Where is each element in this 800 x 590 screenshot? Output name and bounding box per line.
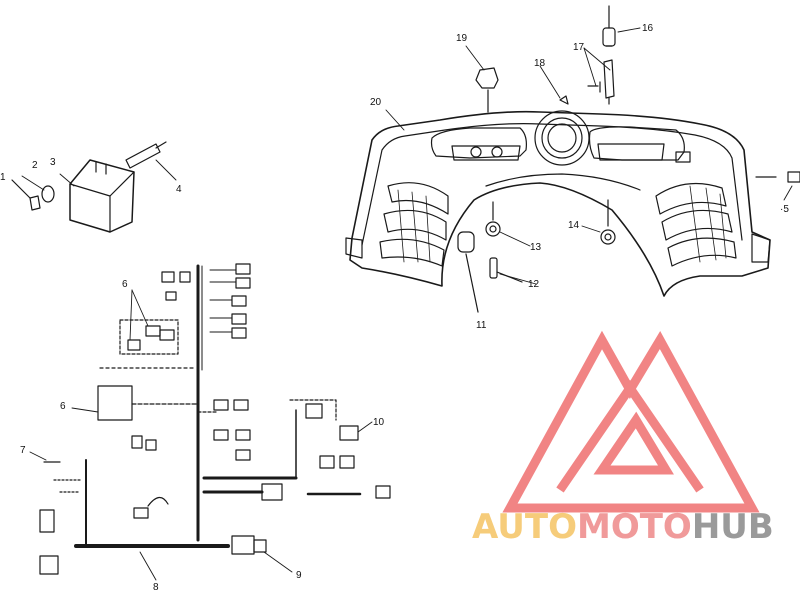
watermark-hub: HUB	[691, 507, 774, 547]
knob-part	[475, 67, 499, 113]
callout-12: 12	[528, 279, 540, 290]
washer-part	[41, 185, 55, 203]
screw-part	[559, 95, 569, 105]
callout-15: ·5	[780, 204, 789, 215]
callout-18: 18	[534, 58, 546, 69]
callout-2: 2	[32, 160, 38, 171]
watermark-moto: MOTO	[576, 507, 692, 547]
callout-6-lower: 6	[60, 401, 66, 412]
callout-11: 11	[476, 320, 487, 331]
callout-19: 19	[456, 33, 468, 44]
callout-8: 8	[153, 582, 159, 590]
nut-part	[485, 201, 501, 237]
callout-1: 1	[0, 172, 6, 183]
callout-13: 13	[530, 242, 542, 253]
callout-20: 20	[370, 97, 382, 108]
callout-3: 3	[50, 157, 56, 168]
screw-part-2	[755, 171, 800, 183]
watermark-logo	[502, 330, 760, 513]
callout-16: 16	[642, 23, 654, 34]
socket-part	[587, 59, 615, 105]
callout-10: 10	[373, 417, 385, 428]
watermark-auto: AUTO	[472, 507, 577, 547]
nut-part-2	[600, 199, 616, 245]
leader-lines	[21, 27, 793, 581]
bulb-part	[602, 5, 616, 47]
callout-17: 17	[573, 42, 585, 53]
nut-part-3	[11, 179, 41, 211]
switch-part	[457, 231, 479, 313]
callout-4: 4	[176, 184, 182, 195]
callout-labels: 1 2 3 4 6 6 7 8 9 10 11 12 13 14 ·5 16 1…	[0, 23, 789, 590]
watermark-text: AUTOMOTOHUB	[472, 507, 774, 547]
callout-7: 7	[20, 445, 26, 456]
wire-harness	[39, 263, 391, 575]
dashboard-panel	[345, 110, 771, 297]
callout-14: 14	[568, 220, 580, 231]
control-module	[69, 159, 135, 233]
callout-6-upper: 6	[122, 279, 128, 290]
bolt-part	[125, 141, 167, 169]
callout-9: 9	[296, 570, 302, 581]
